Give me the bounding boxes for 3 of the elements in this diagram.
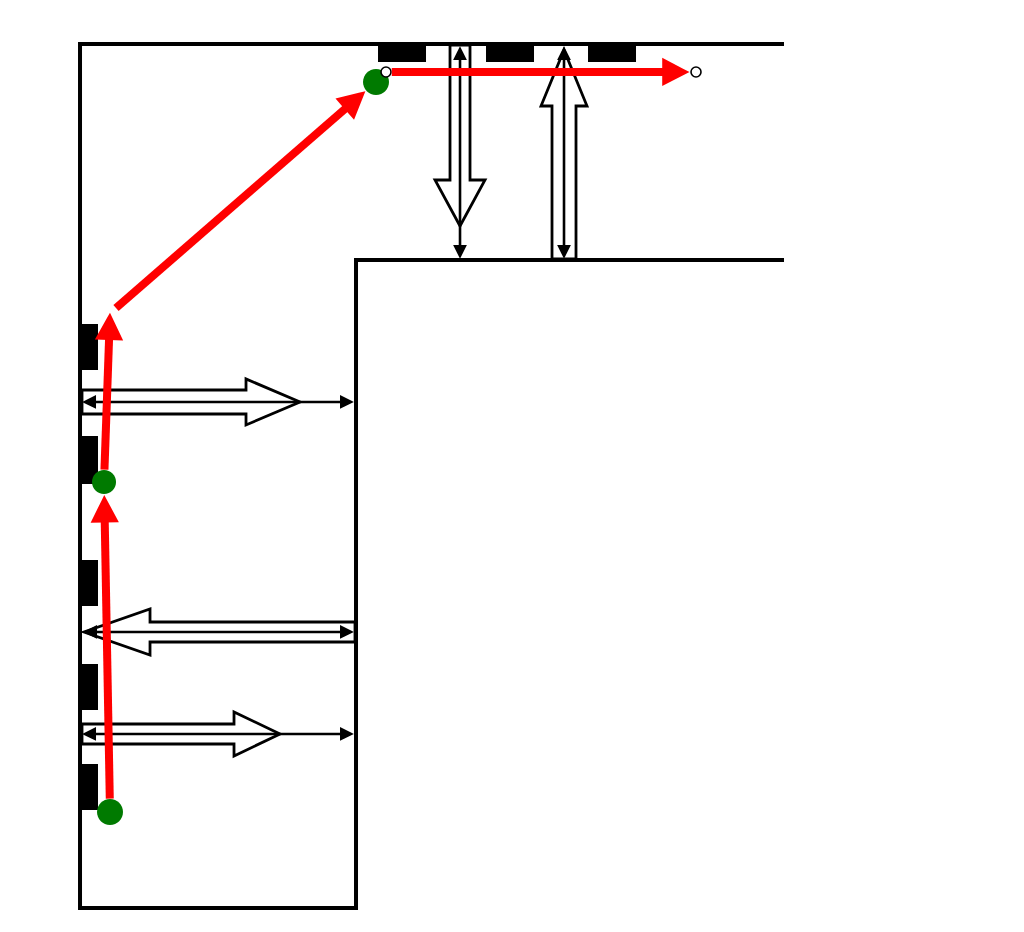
- waypoint-dot: [92, 470, 116, 494]
- waypoint-dot: [97, 799, 123, 825]
- waypoint-dot: [363, 69, 389, 95]
